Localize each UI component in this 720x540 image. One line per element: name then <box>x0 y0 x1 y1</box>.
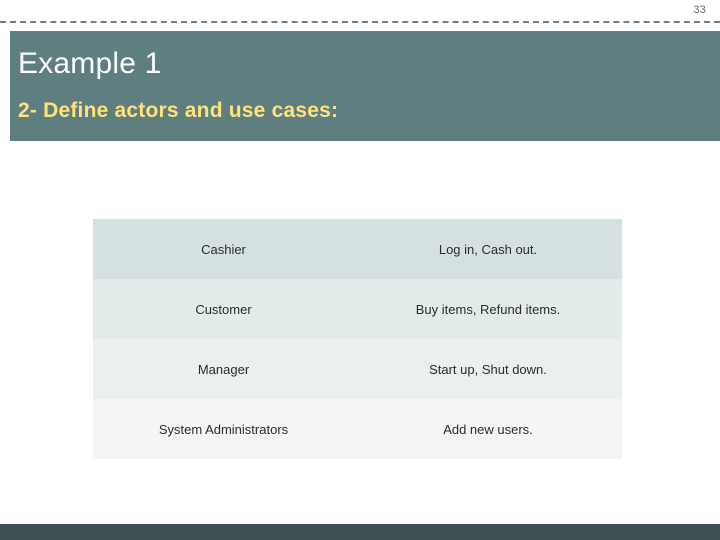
cell-actor: Cashier <box>93 219 354 279</box>
actors-use-cases-table: Cashier Log in, Cash out. Customer Buy i… <box>93 219 622 459</box>
page-subtitle: 2- Define actors and use cases: <box>18 99 339 122</box>
table-row: Customer Buy items, Refund items. <box>93 279 622 339</box>
cell-actor: Manager <box>93 339 354 399</box>
cell-use-cases: Add new users. <box>354 399 622 459</box>
cell-actor: Customer <box>93 279 354 339</box>
page-number: 33 <box>693 4 706 16</box>
table-row: Manager Start up, Shut down. <box>93 339 622 399</box>
page-title: Example 1 <box>18 47 162 80</box>
cell-use-cases: Log in, Cash out. <box>354 219 622 279</box>
table-row: Cashier Log in, Cash out. <box>93 219 622 279</box>
footer-bar <box>0 524 720 540</box>
cell-use-cases: Buy items, Refund items. <box>354 279 622 339</box>
cell-actor: System Administrators <box>93 399 354 459</box>
title-band: Example 1 2- Define actors and use cases… <box>10 31 720 141</box>
header-divider <box>0 21 720 23</box>
table-row: System Administrators Add new users. <box>93 399 622 459</box>
cell-use-cases: Start up, Shut down. <box>354 339 622 399</box>
